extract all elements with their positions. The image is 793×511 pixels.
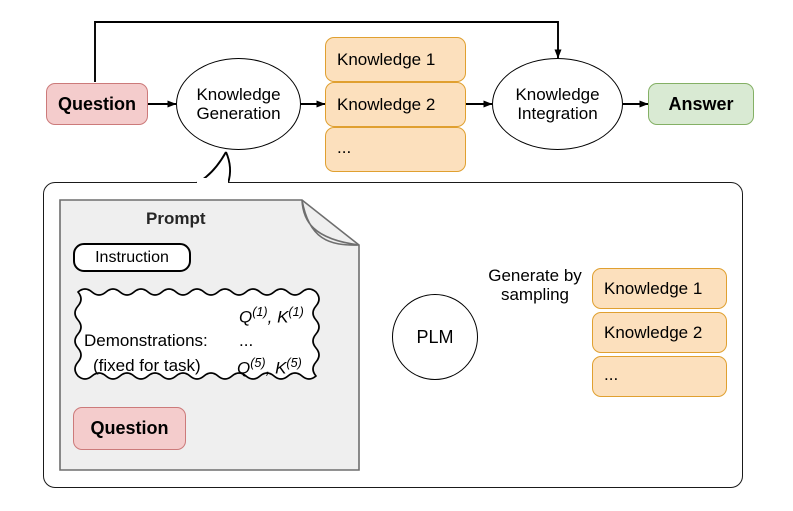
demo-q5-superscript: (5) xyxy=(250,356,266,370)
knowledge-generation-node[interactable]: Knowledge Generation xyxy=(176,58,301,150)
callout-notch-mask xyxy=(197,178,228,185)
generate-by-sampling-label: Generate by sampling xyxy=(488,266,582,305)
knowledge-label-2: Knowledge 2 xyxy=(337,94,436,114)
knowledge-item-2[interactable]: Knowledge 2 xyxy=(325,82,466,127)
answer-box[interactable]: Answer xyxy=(648,83,754,125)
instruction-badge[interactable]: Instruction xyxy=(73,243,191,272)
knowledge-integration-line2: Integration xyxy=(517,104,598,123)
demonstrations-label-line1: Demonstrations: xyxy=(84,331,208,350)
knowledge-label-1: Knowledge 1 xyxy=(337,49,436,69)
demo-q1-superscript: (1) xyxy=(252,305,268,319)
question-label: Question xyxy=(57,93,136,114)
demo-k5-superscript: (5) xyxy=(286,356,302,370)
detail-knowledge-label-1: Knowledge 1 xyxy=(604,278,703,298)
demo-k1-superscript: (1) xyxy=(288,305,304,319)
demonstrations-wavy-border xyxy=(74,288,320,380)
prompt-question-label: Question xyxy=(90,418,169,439)
demo-q5-symbol: Q xyxy=(237,358,251,378)
demonstrations-example-ellipsis: ... xyxy=(239,331,254,350)
demo-k1-symbol: K xyxy=(277,307,289,327)
demonstrations-example-last: Q(5), K(5) xyxy=(237,356,302,379)
knowledge-generation-line2: Generation xyxy=(196,104,281,123)
demonstrations-example-first: Q(1), K(1) xyxy=(239,305,304,328)
prompt-question-box[interactable]: Question xyxy=(73,407,186,450)
demo-k5-symbol: K xyxy=(275,358,287,378)
knowledge-item-1[interactable]: Knowledge 1 xyxy=(325,37,466,82)
detail-knowledge-label-3: ... xyxy=(604,364,619,384)
plm-label: PLM xyxy=(416,326,454,347)
answer-label: Answer xyxy=(668,93,734,114)
demo-q1-symbol: Q xyxy=(239,307,253,327)
knowledge-generation-line1: Knowledge xyxy=(196,84,281,104)
detail-knowledge-item-2[interactable]: Knowledge 2 xyxy=(592,312,727,353)
instruction-badge-label: Instruction xyxy=(95,248,169,266)
demo-sep-1: , xyxy=(267,307,278,327)
detail-knowledge-item-3[interactable]: ... xyxy=(592,356,727,397)
plm-node[interactable]: PLM xyxy=(392,294,478,380)
question-box[interactable]: Question xyxy=(46,83,148,125)
demonstrations-box xyxy=(72,286,340,392)
knowledge-integration-line1: Knowledge xyxy=(515,84,600,104)
demo-sep-2: , xyxy=(265,358,276,378)
knowledge-label-3: ... xyxy=(337,137,352,157)
prompt-title: Prompt xyxy=(146,209,206,228)
detail-knowledge-item-1[interactable]: Knowledge 1 xyxy=(592,268,727,309)
knowledge-integration-node[interactable]: Knowledge Integration xyxy=(492,58,623,150)
knowledge-item-3[interactable]: ... xyxy=(325,127,466,172)
detail-knowledge-label-2: Knowledge 2 xyxy=(604,322,703,342)
demonstrations-label-line2: (fixed for task) xyxy=(93,356,201,375)
